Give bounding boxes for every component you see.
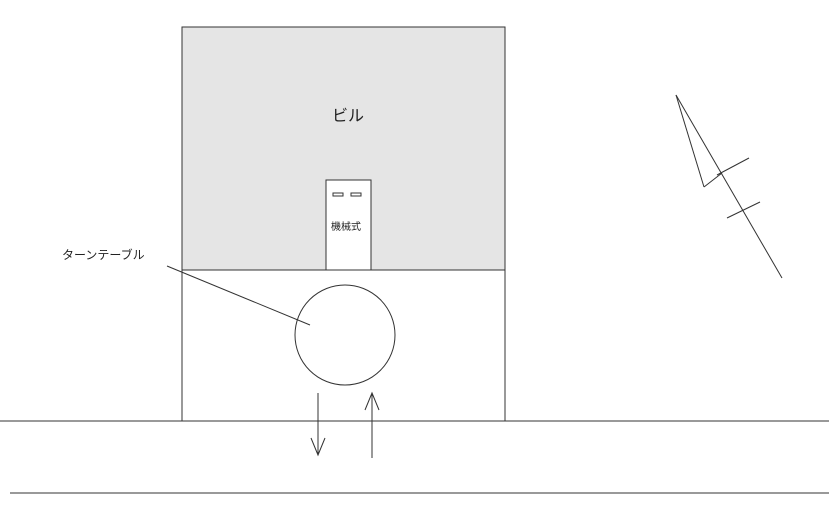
building-label: ビル: [332, 106, 364, 125]
arrow-down-icon: [310, 393, 326, 457]
arrow-up-icon: [364, 391, 380, 458]
turntable-leader-line: [166, 265, 311, 326]
front-lot: [181, 269, 506, 422]
turntable: [294, 284, 396, 386]
parking-slot-left: [332, 192, 344, 197]
north-arrow-icon: [675, 94, 783, 279]
turntable-label: ターンテーブル: [62, 247, 145, 262]
parking-slot-right: [350, 192, 362, 197]
parking-label: 機械式: [331, 220, 361, 233]
